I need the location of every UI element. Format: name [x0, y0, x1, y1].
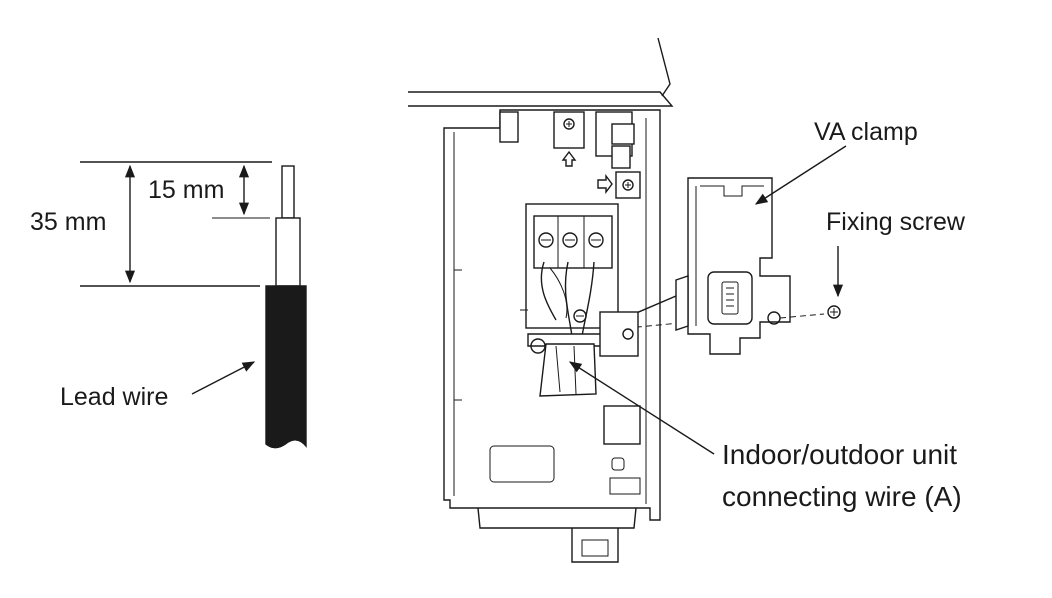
- fixing-screw-icon: [827, 305, 841, 319]
- va-clamp-body: [687, 177, 791, 355]
- lead-wire-pointer: [191, 361, 256, 395]
- lower-slot: [609, 477, 641, 495]
- connecting-wire-pointer: [568, 361, 715, 455]
- lower-right-tab: [603, 405, 641, 445]
- clamp-hook: [675, 275, 689, 331]
- dim-35-label: 35 mm: [30, 208, 106, 236]
- latch-foot: [611, 145, 631, 169]
- terminal-screw-1-icon: [538, 232, 554, 248]
- dim-15-label: 15 mm: [148, 176, 224, 204]
- latch-knob: [611, 123, 635, 145]
- fixing-screw-label: Fixing screw: [826, 208, 966, 236]
- terminal-screw-3-icon: [588, 232, 604, 248]
- side-boss: [599, 311, 639, 357]
- connecting-wire-label-line1: Indoor/outdoor unit: [722, 439, 957, 470]
- outer-sheath: [265, 285, 307, 449]
- connecting-wire-label-line2: connecting wire (A): [722, 481, 962, 512]
- va-clamp-part: [568, 145, 847, 455]
- lead-wire-label: Lead wire: [60, 383, 168, 411]
- cover-edge: [657, 37, 671, 97]
- top-cover: [408, 91, 674, 107]
- bottom-tab: [571, 528, 619, 563]
- connecting-cable: [539, 343, 597, 397]
- wire-1: [540, 261, 557, 321]
- screw-top-icon: [563, 118, 575, 130]
- top-tab-left: [499, 111, 519, 143]
- sheath-cut-line: [265, 439, 307, 449]
- wire-3: [581, 261, 595, 337]
- lower-window: [489, 445, 555, 483]
- screw-right-icon: [622, 179, 634, 191]
- inner-insulation: [275, 217, 301, 287]
- bare-conductor: [281, 165, 295, 219]
- clamp-screw-icon: [530, 338, 546, 354]
- terminal-screw-2-icon: [562, 232, 578, 248]
- screw-bracket-top: [553, 111, 585, 149]
- bottom-tray: [477, 507, 637, 529]
- va-clamp-label: VA clamp: [814, 118, 918, 146]
- ground-screw-icon: [573, 309, 587, 323]
- right-arrow-icon: [597, 173, 613, 195]
- va-clamp-pointer: [754, 145, 847, 205]
- lower-small-slot: [611, 457, 625, 471]
- lead-wire-drawing: [80, 161, 307, 449]
- terminal-strip: [533, 215, 613, 269]
- indoor-unit-housing: [408, 37, 691, 563]
- bottom-tab-slot: [581, 539, 609, 557]
- up-arrow-icon: [561, 150, 577, 167]
- clamp-connector: [707, 271, 753, 325]
